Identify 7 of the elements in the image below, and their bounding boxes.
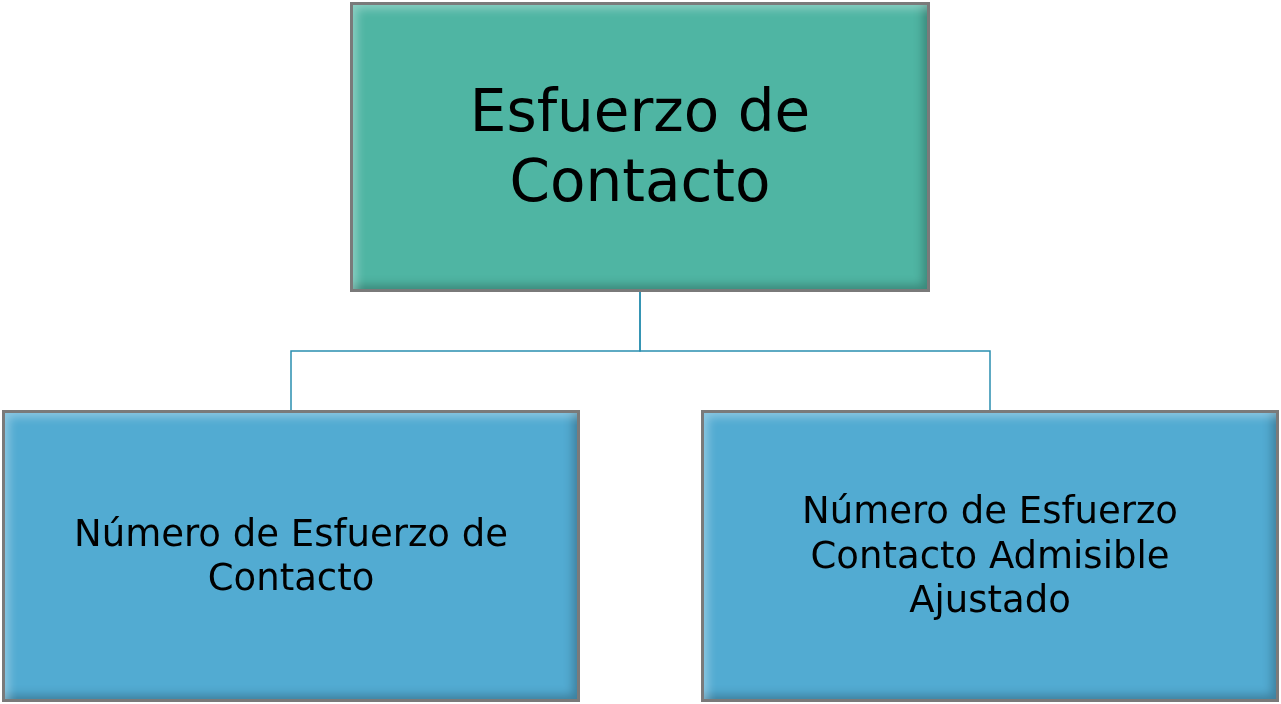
process-box <box>2 410 580 702</box>
process-box <box>701 410 1279 702</box>
connector-line <box>639 291 991 411</box>
box-label: Esfuerzo de Contacto <box>468 77 812 217</box>
box-label: Número de Esfuerzo Contacto Admisible Ajustado <box>801 489 1179 623</box>
process-box <box>350 2 930 292</box>
box-label: Número de Esfuerzo de Contacto <box>73 511 509 601</box>
